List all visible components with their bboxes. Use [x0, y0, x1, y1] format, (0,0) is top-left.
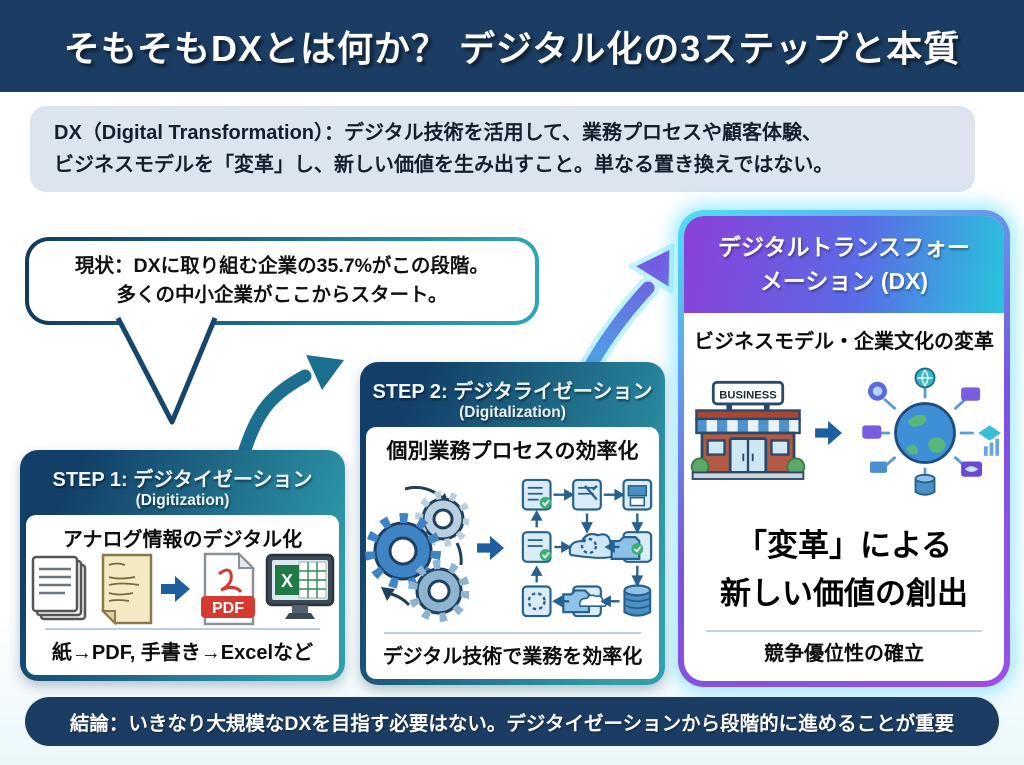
bubble-inner: 現状：DXに取り組む企業の35.7%がこの段階。 多くの中小企業がここからスター…: [29, 241, 535, 321]
bubble-line-2: 多くの中小企業がここからスタート。: [116, 284, 448, 306]
step1-title: アナログ情報のデジタル化: [62, 529, 303, 551]
dx-header-line2: メーション (DX): [759, 267, 929, 294]
step1-box: STEP 1: デジタイゼーション (Digitization) アナログ情報の…: [20, 450, 345, 681]
step2-header-line2: (Digitalization): [459, 404, 566, 421]
right-arrow-icon: [160, 576, 190, 602]
step2-box: STEP 2: デジタライゼーション (Digitalization) 個別業務…: [360, 362, 665, 685]
current-state-bubble: 現状：DXに取り組む企業の35.7%がこの段階。 多くの中小企業がここからスター…: [25, 237, 539, 325]
dx-header: デジタルトランスフォー メーション (DX): [684, 216, 1004, 313]
step2-body: 個別業務プロセスの効率化: [364, 427, 661, 679]
dx-body: ビジネスモデル・企業文化の変革 BUSINESS: [684, 313, 1004, 681]
excel-monitor-icon: X: [265, 553, 334, 619]
step1-to-step2-arrow-icon: [238, 355, 344, 457]
paper-stack-icon: [31, 555, 86, 621]
dx-definition-box: DX（Digital Transformation）：デジタル技術を活用して、業…: [30, 106, 975, 192]
dx-divider: [706, 630, 982, 633]
business-sign-label: BUSINESS: [719, 389, 777, 401]
dx-header-line1: デジタルトランスフォー: [717, 234, 971, 261]
conclusion-text: 結論：いきなり大規模なDXを目指す必要はない。デジタイゼーションから段階的に進め…: [69, 713, 955, 735]
right-arrow-icon: [476, 535, 504, 560]
dx-caption: 競争優位性の確立: [764, 643, 924, 666]
dx-highlight: 「変革」による 新しい価値の創出: [720, 522, 968, 618]
pdf-label: PDF: [212, 600, 244, 617]
definition-line-2: ビジネスモデルを「変革」し、新しい価値を生み出すこと。単なる置き換えではない。: [54, 154, 834, 176]
digital-network-globe-icon: [862, 367, 1001, 496]
page-title: そもそもDXとは何か？ デジタル化の3ステップと本質: [63, 28, 961, 69]
step2-header: STEP 2: デジタライゼーション (Digitalization): [366, 368, 659, 427]
dx-highlight-line1: 「変革」による: [735, 528, 953, 563]
database-icon: [914, 473, 936, 496]
step2-header-line1: STEP 2: デジタライゼーション: [372, 381, 653, 403]
database-icon: [622, 583, 651, 617]
dx-box: デジタルトランスフォー メーション (DX) ビジネスモデル・企業文化の変革 B…: [678, 210, 1010, 687]
gears-icon: [364, 485, 469, 622]
step1-divider: [44, 628, 321, 630]
step1-header: STEP 1: デジタイゼーション (Digitization): [26, 456, 339, 515]
step1-icon-row: PDF X: [31, 552, 335, 626]
step2-icon-row: [364, 465, 661, 630]
step1-header-line1: STEP 1: デジタイゼーション: [52, 469, 313, 491]
step1-body: アナログ情報のデジタル化: [26, 515, 339, 675]
step2-caption: デジタル技術で業務を効率化: [382, 646, 643, 668]
dx-icon-row: BUSINESS: [687, 358, 1001, 508]
step1-caption: 紙→PDF, 手書き→Excelなど: [51, 642, 314, 664]
business-storefront-icon: BUSINESS: [690, 380, 806, 480]
bubble-tail-icon: [115, 316, 218, 425]
step2-divider: [383, 632, 642, 634]
handwritten-note-icon: [100, 553, 152, 625]
pdf-file-icon: PDF: [200, 552, 255, 626]
workflow-diagram-icon: [521, 478, 652, 617]
step1-header-line2: (Digitization): [135, 492, 230, 509]
conclusion-bar: 結論：いきなり大規模なDXを目指す必要はない。デジタイゼーションから段階的に進め…: [25, 697, 999, 746]
excel-label: X: [280, 571, 292, 591]
dx-highlight-line2: 新しい価値の創出: [720, 576, 968, 612]
step2-title: 個別業務プロセスの効率化: [386, 440, 639, 463]
bubble-line-1: 現状：DXに取り組む企業の35.7%がこの段階。: [75, 254, 489, 277]
dx-title: ビジネスモデル・企業文化の変革: [694, 331, 994, 353]
title-bar: そもそもDXとは何か？ デジタル化の3ステップと本質: [0, 0, 1024, 92]
right-arrow-icon: [815, 420, 842, 446]
definition-line-1: DX（Digital Transformation）：デジタル技術を活用して、業…: [54, 122, 823, 144]
dx-inner: デジタルトランスフォー メーション (DX) ビジネスモデル・企業文化の変革 B…: [684, 216, 1004, 681]
